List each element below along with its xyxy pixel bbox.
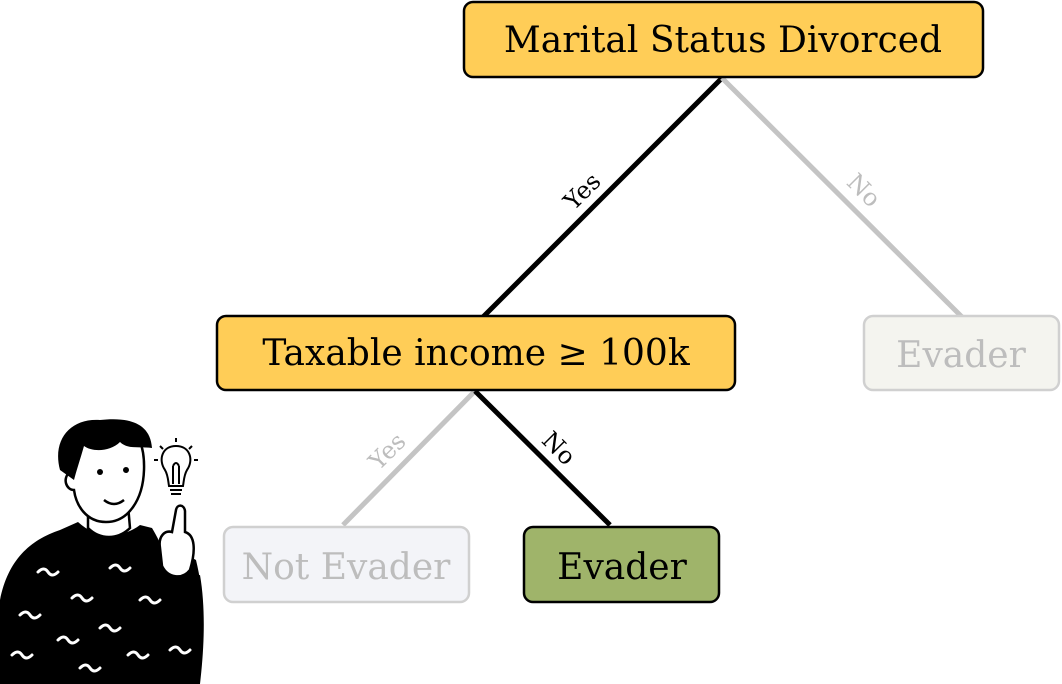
person-mouth [103,498,125,506]
node-marital-status: Marital Status Divorced [462,0,985,79]
edge-label-income-no: No [536,426,581,471]
edge-root-yes [481,76,724,319]
node-taxable-income-label: Taxable income ≥ 100k [262,333,690,374]
edge-income-yes [341,389,477,527]
lightbulb-icon [154,438,198,495]
person-hair [58,419,152,480]
person-eye-left [97,469,103,475]
edge-label-income-yes: Yes [362,427,411,476]
node-marital-status-label: Marital Status Divorced [504,20,942,61]
leaf-evader-active-label: Evader [557,547,687,588]
leaf-not-evader-label: Not Evader [242,547,452,588]
sweater-pattern [10,563,192,673]
person-eye-right [123,467,129,473]
person-sweater [0,522,204,684]
edge-income-no [473,389,612,527]
leaf-evader-right-label: Evader [896,335,1026,376]
node-taxable-income: Taxable income ≥ 100k [215,314,737,392]
edge-label-root-yes: Yes [557,167,606,216]
person-with-idea-illustration [0,419,204,684]
edge-root-no [720,76,964,319]
leaf-evader-active: Evader [522,525,721,604]
person-hand [158,504,195,578]
leaf-not-evader: Not Evader [222,525,471,604]
leaf-evader-right: Evader [862,314,1061,392]
